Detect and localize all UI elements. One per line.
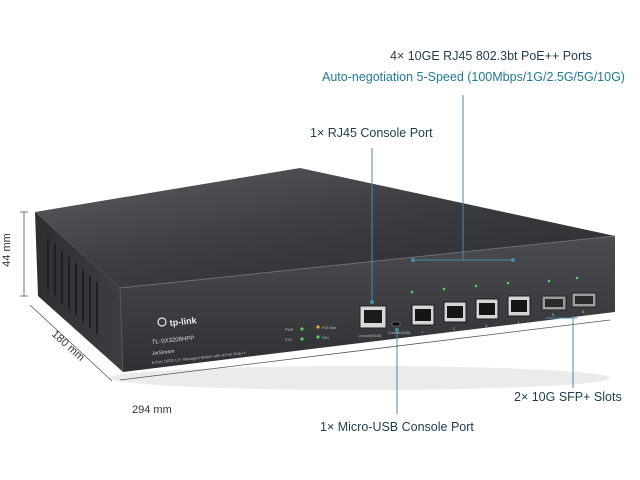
- port-number-labels: 1 2 3 4 5 6: [421, 309, 585, 334]
- console-rj45-label: Console(RJ45): [358, 334, 381, 338]
- width-dimension: 294 mm: [132, 404, 172, 416]
- port-number: 5: [552, 312, 555, 317]
- rj45-console-callout: 1× RJ45 Console Port: [310, 126, 433, 140]
- poe-port-1: [411, 304, 435, 326]
- poe-port-2: [443, 301, 467, 323]
- port-number: 2: [453, 326, 456, 331]
- chassis-side: [35, 212, 123, 372]
- chassis-front: [120, 236, 615, 372]
- led-sys-label: SYS: [285, 338, 293, 342]
- status-leds: [300, 325, 320, 341]
- port-number: 6: [582, 309, 585, 314]
- chassis-top: [35, 168, 615, 288]
- model-label: TL-SX3206HPP: [152, 336, 195, 346]
- sfp-slot-6: [571, 292, 597, 308]
- poe-port-4: [507, 295, 531, 317]
- sfp-slot-5: [541, 295, 567, 311]
- leader-dots: [370, 258, 515, 332]
- side-vents: [47, 238, 98, 334]
- micro-usb-console-callout: 1× Micro-USB Console Port: [320, 420, 474, 434]
- poe-port-3: [475, 298, 499, 320]
- sfp-slots-callout: 2× 10G SFP+ Slots: [514, 390, 622, 404]
- poe-ports-callout: 4× 10GE RJ45 802.3bt PoE++ Ports: [390, 49, 592, 63]
- autoneg-callout: Auto-negotiation 5-Speed (100Mbps/1G/2.5…: [322, 70, 625, 84]
- dimension-lines: [20, 211, 611, 382]
- led-poe-max-label: PoE Max: [322, 326, 336, 330]
- tp-link-logo-icon: [157, 317, 167, 327]
- port-number: 4: [517, 320, 520, 325]
- port-number: 3: [485, 323, 488, 328]
- chassis-corner: [119, 287, 124, 373]
- micro-usb-console-port: [391, 321, 401, 327]
- chassis-edge: [119, 235, 616, 289]
- poe-ports: [411, 295, 531, 326]
- led-pwr-label: PWR: [285, 328, 294, 332]
- port-leds: [410, 276, 579, 294]
- rj45-console-port: [359, 305, 387, 329]
- sfp-slots: [541, 292, 597, 311]
- height-dimension: 44 mm: [0, 233, 13, 267]
- console-usb-label: Console(USB): [388, 331, 410, 335]
- leader-lines: [371, 95, 577, 414]
- series-label: JetStream: [151, 349, 175, 357]
- floor-shadow: [110, 366, 610, 390]
- brand-label: tp-link: [169, 315, 198, 328]
- led-fan-label: FAN: [322, 336, 329, 340]
- port-number: 1: [421, 329, 424, 334]
